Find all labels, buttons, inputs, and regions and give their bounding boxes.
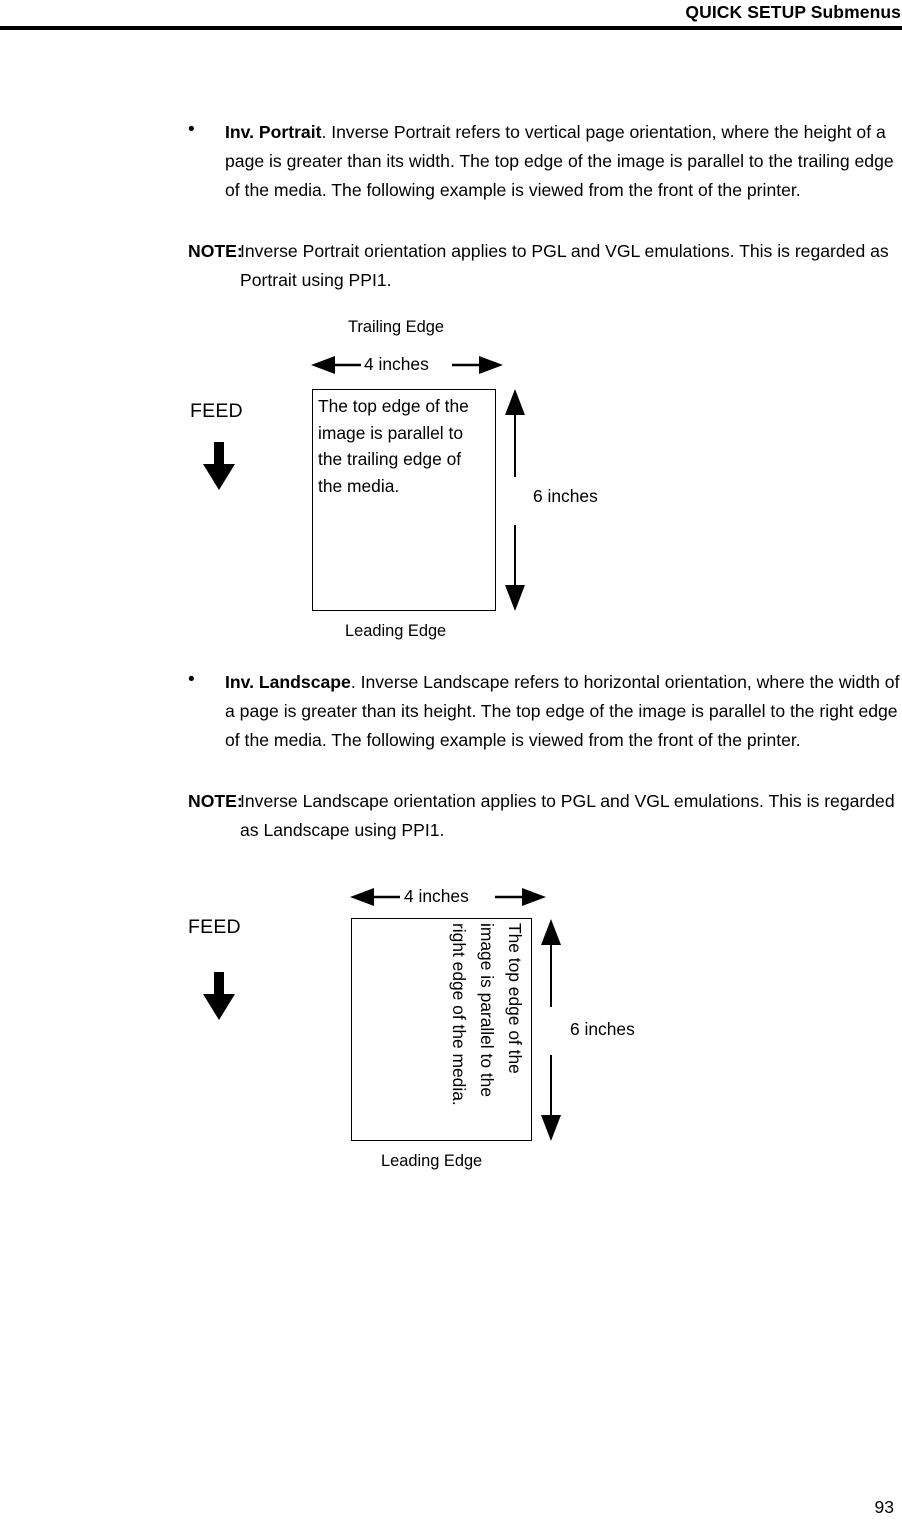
bullet-inv-portrait-body: . Inverse Portrait refers to vertical pa… <box>225 122 894 201</box>
bullet-marker-icon: • <box>188 119 195 140</box>
height-label-landscape: 6 inches <box>570 1019 635 1039</box>
feed-arrow-landscape <box>203 972 235 1020</box>
feed-label-landscape: FEED <box>188 916 241 938</box>
page-number: 93 <box>874 1497 894 1517</box>
header-divider <box>0 26 902 30</box>
width-dimension-arrow-landscape <box>350 888 546 906</box>
bullet-inv-landscape-body: . Inverse Landscape refers to horizontal… <box>225 672 900 751</box>
width-label-portrait: 4 inches <box>364 354 429 374</box>
page-header: QUICK SETUP Submenus <box>0 0 902 30</box>
media-box-landscape: The top edge of the image is parallel to… <box>351 918 532 1141</box>
trailing-edge-label: Trailing Edge <box>348 318 444 336</box>
bullet-inv-portrait: • Inv. Portrait. Inverse Portrait refers… <box>188 118 902 206</box>
media-box-portrait: The top edge of the image is parallel to… <box>312 389 496 611</box>
width-dimension-arrow-portrait <box>311 356 503 374</box>
height-dimension-arrow-landscape <box>541 919 561 1141</box>
bullet-inv-portrait-text: Inv. Portrait. Inverse Portrait refers t… <box>225 118 902 206</box>
bullet-inv-landscape-text: Inv. Landscape. Inverse Landscape refers… <box>225 668 902 756</box>
height-label-portrait: 6 inches <box>533 486 598 506</box>
note-inv-portrait: NOTE: Inverse Portrait orientation appli… <box>188 237 902 295</box>
bullet-inv-landscape: • Inv. Landscape. Inverse Landscape refe… <box>188 668 902 756</box>
note-label: NOTE: <box>188 241 243 261</box>
leading-edge-label-landscape: Leading Edge <box>381 1152 483 1170</box>
note-label: NOTE: <box>188 791 243 811</box>
width-label-landscape: 4 inches <box>404 886 469 906</box>
media-text-landscape: The top edge of the image is parallel to… <box>449 923 525 1106</box>
leading-edge-label-portrait: Leading Edge <box>345 622 447 640</box>
note-inv-landscape-text: Inverse Landscape orientation applies to… <box>240 791 895 841</box>
feed-arrow-portrait <box>203 442 235 490</box>
note-inv-landscape: NOTE: Inverse Landscape orientation appl… <box>188 787 902 845</box>
bullet-marker-icon: • <box>188 669 195 690</box>
media-text-portrait: The top edge of the image is parallel to… <box>318 396 469 496</box>
bullet-inv-landscape-term: Inv. Landscape <box>225 672 351 692</box>
page-title: QUICK SETUP Submenus <box>685 2 901 22</box>
feed-label-portrait: FEED <box>190 400 243 422</box>
height-dimension-arrow-portrait <box>505 389 525 611</box>
bullet-inv-portrait-term: Inv. Portrait <box>225 122 322 142</box>
note-inv-portrait-text: Inverse Portrait orientation applies to … <box>240 241 889 291</box>
